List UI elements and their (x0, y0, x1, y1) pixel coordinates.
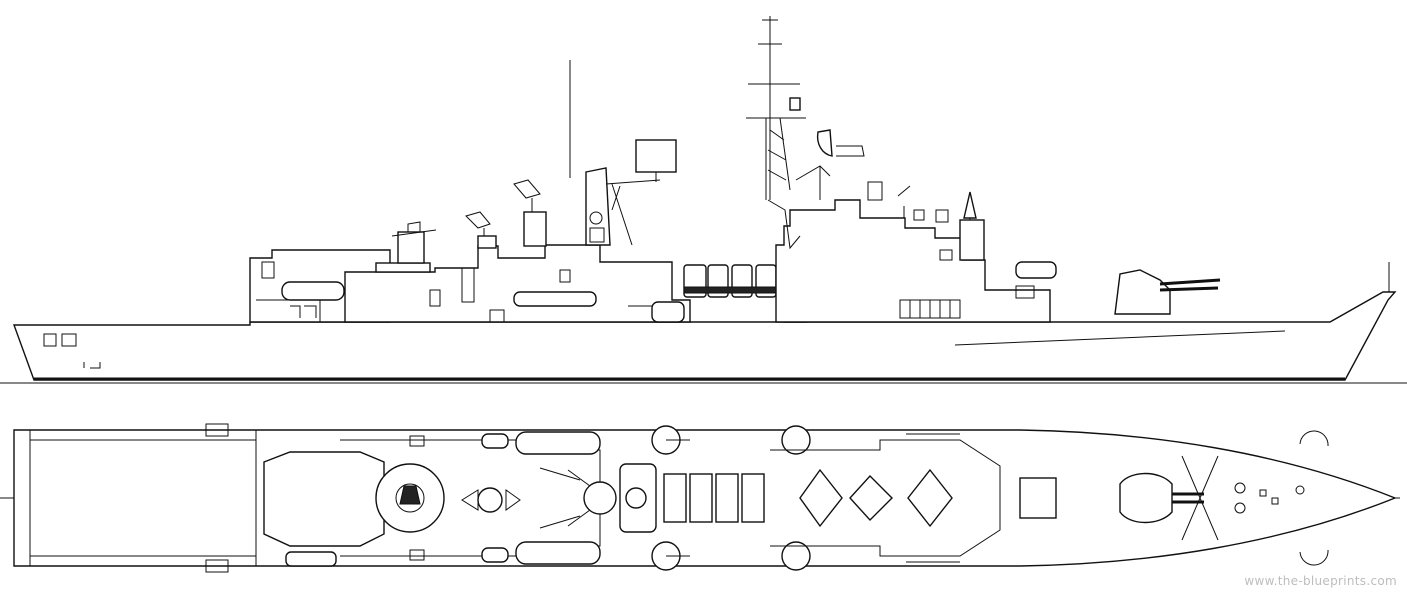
bridge-foremast (746, 16, 1051, 323)
forward-gun-side (1114, 269, 1221, 315)
forward-gun-top (1119, 455, 1219, 541)
forward-superstructure-top (770, 433, 1057, 563)
hull-side (13, 262, 1397, 381)
funnel-top (539, 463, 657, 533)
liferaft (1015, 261, 1057, 279)
aft-directors (465, 179, 547, 249)
watermark-text: www.the-blueprints.com (1244, 574, 1397, 588)
aft-superstructure (344, 221, 691, 323)
foredeck-fittings (1234, 430, 1329, 566)
launchers-top (663, 473, 765, 523)
top-plan-view (0, 423, 1407, 573)
flight-deck (30, 423, 299, 573)
aft-mast-funnel (569, 60, 677, 246)
side-profile-view (0, 16, 1407, 384)
aft-deckhouse-top (340, 431, 601, 565)
hangar-top (263, 451, 445, 567)
launchers-side (683, 264, 777, 298)
guns-top (651, 425, 811, 571)
